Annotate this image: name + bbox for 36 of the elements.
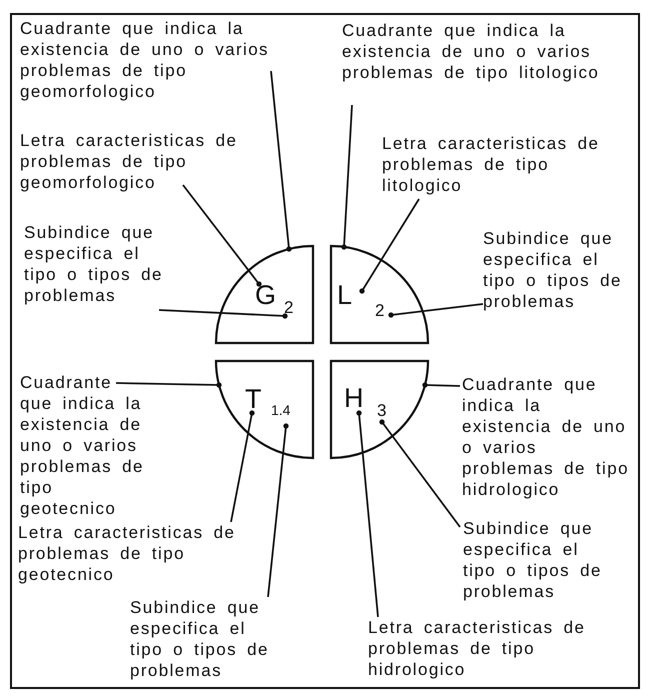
quadrant-letter: G	[255, 282, 276, 309]
callout-text: Letra caracteristicas de problemas de tipo hidrologico	[368, 617, 623, 680]
quadrant-shape	[216, 361, 313, 458]
quadrant-letter: H	[344, 385, 364, 412]
callout-text: Letra caracteristicas de problemas de tipo litologico	[382, 133, 637, 196]
leader-line	[359, 198, 420, 294]
callout-text: Letra caracteristicas de problemas de tipo geomorfologico	[20, 130, 285, 193]
callout-text: Cuadrante que indica la existencia de uno o varios problemas de tipo hidrologico	[462, 374, 634, 500]
quadrant-letter: T	[245, 386, 262, 413]
callout-text: Cuadrante que indica la existencia de uno o varios problemas de tipo geotecnico	[20, 372, 148, 519]
subscript-label: 3	[377, 402, 386, 419]
quadrant-letter: L	[337, 282, 352, 309]
callout-text: Subindice que especifica el tipo o tipos de problemas	[130, 597, 280, 681]
leader-line	[341, 104, 353, 250]
callout-text: Subindice que especifica el tipo o tipos de problemas	[483, 228, 633, 312]
leader-line	[158, 309, 288, 319]
leader-line	[182, 184, 262, 287]
leader-line	[230, 410, 255, 522]
quadrant-shape	[331, 246, 428, 343]
leader-line	[388, 303, 484, 318]
leader-line	[270, 70, 292, 252]
callout-text: Cuadrante que indica la existencia de uno o varios problemas de tipo litologico	[342, 20, 632, 83]
quadrant-shape	[216, 246, 313, 343]
subscript-label: 2	[284, 299, 294, 316]
callout-text: Letra caracteristicas de problemas de tipo geotecnico	[18, 522, 273, 585]
callout-text: Subindice que especifica el tipo o tipos de problemas	[24, 222, 174, 306]
leader-line	[267, 423, 289, 598]
leader-line	[422, 382, 460, 388]
subscript-label: 1.4	[271, 403, 290, 417]
leader-line	[116, 382, 222, 388]
callout-text: Cuadrante que indica la existencia de uno o varios problemas de tipo geomorfologico	[20, 18, 315, 102]
quadrant-shape	[331, 361, 428, 458]
subscript-label: 2	[375, 302, 384, 319]
leader-line	[356, 410, 379, 618]
callout-text: Subindice que especifica el tipo o tipos de problemas	[463, 518, 613, 602]
leader-line	[379, 419, 461, 528]
